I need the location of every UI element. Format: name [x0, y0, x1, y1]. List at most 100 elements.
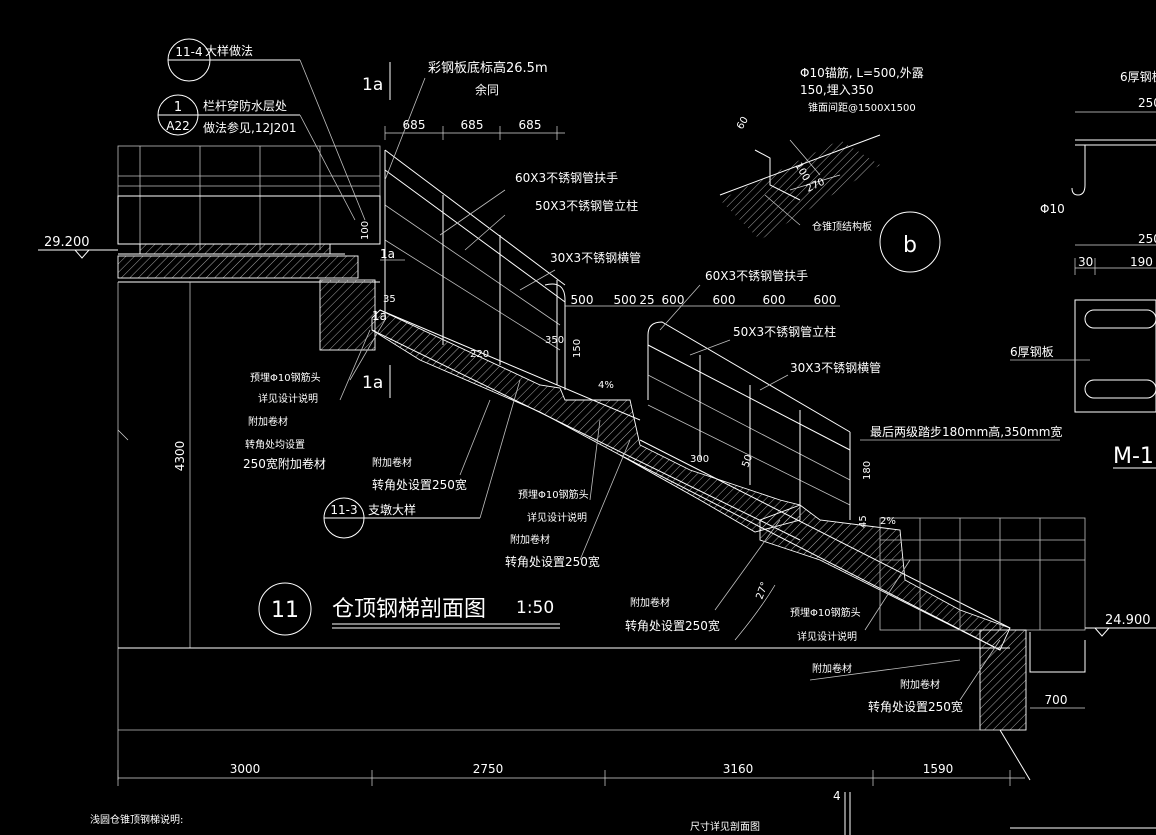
note-handrail: 60X3不锈钢管扶手	[515, 170, 618, 185]
note-anchor-1: Φ10锚筋, L=500,外露	[800, 65, 924, 80]
dim-mid-6: 600	[763, 293, 786, 307]
note-embed-1b: 详见设计说明	[258, 392, 318, 405]
bubble-11-3-top: 11-3	[330, 503, 357, 517]
note-corner-2: 转角处设置250宽	[372, 477, 467, 492]
detail-b-anchor	[719, 134, 881, 240]
note-plate-6a: 6厚钢板	[1120, 70, 1156, 84]
bubble-11-3-note: 支墩大样	[368, 502, 416, 517]
dim-bottom-4: 1590	[923, 762, 954, 776]
slope-2pct: 2%	[880, 516, 896, 527]
dim-180: 180	[862, 461, 873, 480]
note-embed-2a: 预埋Φ10钢筋头	[518, 488, 589, 501]
section-mark-top: 1a	[362, 75, 383, 95]
bubble-11-4-note: 大样做法	[205, 43, 253, 58]
break-mark	[117, 429, 129, 441]
bottom-dims	[117, 770, 1025, 786]
section-mark-bottom: 1a	[362, 373, 383, 393]
dim-bottom-2: 2750	[473, 762, 504, 776]
dim-250-b: 250	[1138, 232, 1156, 246]
note-corner-6: 转角处设置250宽	[868, 699, 963, 714]
note-extra-4: 附加卷材	[630, 596, 670, 609]
note-rail-2: 30X3不锈钢横管	[790, 360, 881, 375]
note-steel-plate: 彩钢板底标高26.5m	[428, 60, 548, 76]
dim-top-1: 685	[403, 118, 426, 132]
dim-mid-5: 600	[713, 293, 736, 307]
dim-top-2: 685	[461, 118, 484, 132]
dim-mid-2: 500	[614, 293, 637, 307]
dim-700: 700	[1045, 693, 1068, 707]
note-extra-6: 附加卷材	[900, 678, 940, 691]
note-phi10: Φ10	[1040, 202, 1065, 216]
dim-220: 220	[470, 349, 489, 360]
dim-250-a: 250	[1138, 96, 1156, 110]
dim-top-3: 685	[519, 118, 542, 132]
note-extra-5: 附加卷材	[812, 662, 852, 675]
note-post: 50X3不锈钢管立柱	[535, 198, 638, 213]
bubble-1-note2: 做法参见,12J201	[203, 120, 297, 135]
bubble-11-4-top: 11-4	[175, 45, 202, 59]
note-extra-3: 附加卷材	[510, 533, 550, 546]
note-embed-1a: 预埋Φ10钢筋头	[250, 371, 321, 384]
label-m1: M-1	[1113, 444, 1154, 469]
note-extra-1: 附加卷材	[248, 415, 288, 428]
angle-arc	[734, 584, 776, 641]
dim-four: 4	[833, 789, 841, 803]
elev-right: 24.900	[1105, 613, 1151, 628]
note-same: 余同	[475, 82, 499, 97]
note-plate-6b: 6厚钢板	[1010, 345, 1054, 359]
elev-left: 29.200	[44, 235, 90, 250]
note-anchor-4: 仓锥顶结构板	[812, 220, 872, 233]
dim-mid-3: 25	[639, 293, 654, 307]
dim-35: 35	[383, 294, 396, 305]
title-scale: 1:50	[516, 598, 554, 618]
note-handrail-2: 60X3不锈钢管扶手	[705, 268, 808, 283]
dim-60: 60	[735, 115, 751, 132]
section-mark-mid: 1a	[380, 247, 395, 261]
elev-left-mark	[73, 249, 91, 259]
dim-190: 190	[1130, 255, 1153, 269]
note-anchor-3: 锥面间距@1500X1500	[808, 101, 916, 114]
leaders	[299, 59, 1060, 701]
note-last-step: 最后两级踏步180mm高,350mm宽	[870, 424, 1062, 439]
lower-stair	[619, 321, 1011, 651]
note-embed-3b: 详见设计说明	[797, 630, 857, 643]
dim-bottom-3: 3160	[723, 762, 754, 776]
section-mark-lower: 1a	[372, 309, 387, 323]
note-extra-2: 附加卷材	[372, 456, 412, 469]
dim-mid-4: 600	[662, 293, 685, 307]
note-corner-3: 转角处设置250宽	[505, 554, 600, 569]
dim-mid-7: 600	[814, 293, 837, 307]
dim-bottom-1: 3000	[230, 762, 261, 776]
elev-right-mark	[1093, 627, 1111, 637]
note-corner-4: 转角处设置250宽	[625, 618, 720, 633]
bubble-11-3	[323, 497, 480, 539]
note-embed-3a: 预埋Φ10钢筋头	[790, 606, 861, 619]
bubble-1-note: 栏杆穿防水层处	[203, 98, 287, 113]
dim-height: 4300	[173, 441, 187, 472]
dim-mid-1: 500	[571, 293, 594, 307]
title-number: 11	[271, 598, 299, 623]
note-anchor-2: 150,埋入350	[800, 83, 874, 97]
dim-45: 45	[858, 515, 869, 528]
title-main: 仓顶钢梯剖面图	[332, 597, 486, 622]
upper-stair	[371, 149, 801, 541]
detail-b-label: b	[903, 233, 917, 258]
left-platform	[117, 145, 381, 351]
slope-4pct: 4%	[598, 380, 614, 391]
bubble-1-a22	[157, 94, 300, 136]
dim-100: 100	[360, 221, 371, 240]
dim-50: 50	[740, 453, 755, 469]
dim-350: 350	[545, 335, 564, 346]
dim-30: 30	[1078, 255, 1093, 269]
note-post-2: 50X3不锈钢管立柱	[733, 324, 836, 339]
footer-mid: 尺寸详见剖面图	[690, 820, 760, 833]
detail-m1	[1010, 111, 1156, 413]
detail-b-circle	[879, 211, 941, 273]
dim-300: 300	[690, 454, 709, 465]
note-corner-1b: 250宽附加卷材	[243, 456, 326, 471]
dim-150: 150	[572, 339, 583, 358]
footer-left: 浅圆仓锥顶钢梯说明:	[90, 813, 183, 826]
note-embed-2b: 详见设计说明	[527, 511, 587, 524]
note-rail: 30X3不锈钢横管	[550, 250, 641, 265]
